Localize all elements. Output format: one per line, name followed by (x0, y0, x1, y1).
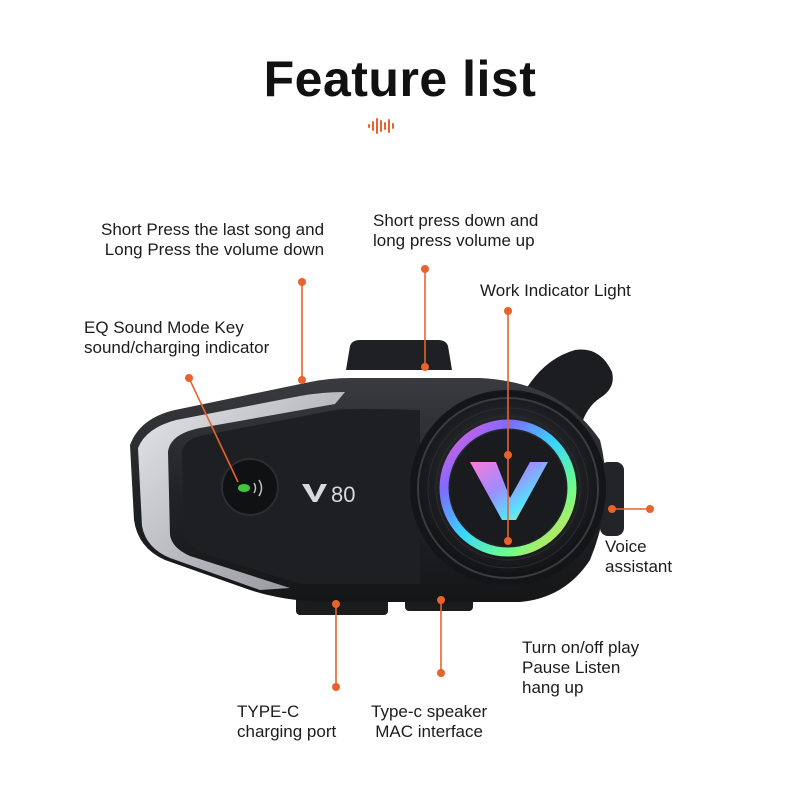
callout-dot (504, 537, 512, 545)
label-type-c-charging: TYPE-C charging port (237, 702, 337, 741)
label-short-press-down: Short press down and long press volume u… (373, 211, 539, 250)
knob-logo-icon (470, 462, 548, 520)
v-logo-icon (302, 484, 327, 502)
callout-dot (504, 451, 512, 459)
callout-dot (298, 278, 306, 286)
callout-dot (421, 265, 429, 273)
label-eq-sound: EQ Sound Mode Key sound/charging indicat… (84, 318, 270, 357)
sound-indicator-icon (238, 484, 250, 492)
callout-dot (646, 505, 654, 513)
label-short-press-last: Short Press the last song and Long Press… (101, 220, 325, 259)
side-button (600, 462, 624, 536)
callout-dot (298, 376, 306, 384)
callout-dot (437, 596, 445, 604)
model-number: 80 (331, 482, 355, 507)
callout-dot (608, 505, 616, 513)
label-type-c-speaker: Type-c speaker MAC interface (371, 702, 488, 741)
callout-dot (421, 363, 429, 371)
eq-button (221, 458, 279, 516)
sound-wave-icon (368, 118, 394, 134)
callout-dot (185, 374, 193, 382)
callout-dot (504, 307, 512, 315)
front-panel (182, 409, 420, 584)
callout-dot (332, 600, 340, 608)
page-title: Feature list (263, 51, 537, 107)
label-turn-on-off: Turn on/off play Pause Listen hang up (522, 638, 640, 697)
callout-dot (437, 669, 445, 677)
label-work-indicator: Work Indicator Light (480, 281, 631, 300)
callout-dot (332, 683, 340, 691)
label-voice-assistant: Voice assistant (605, 537, 673, 576)
